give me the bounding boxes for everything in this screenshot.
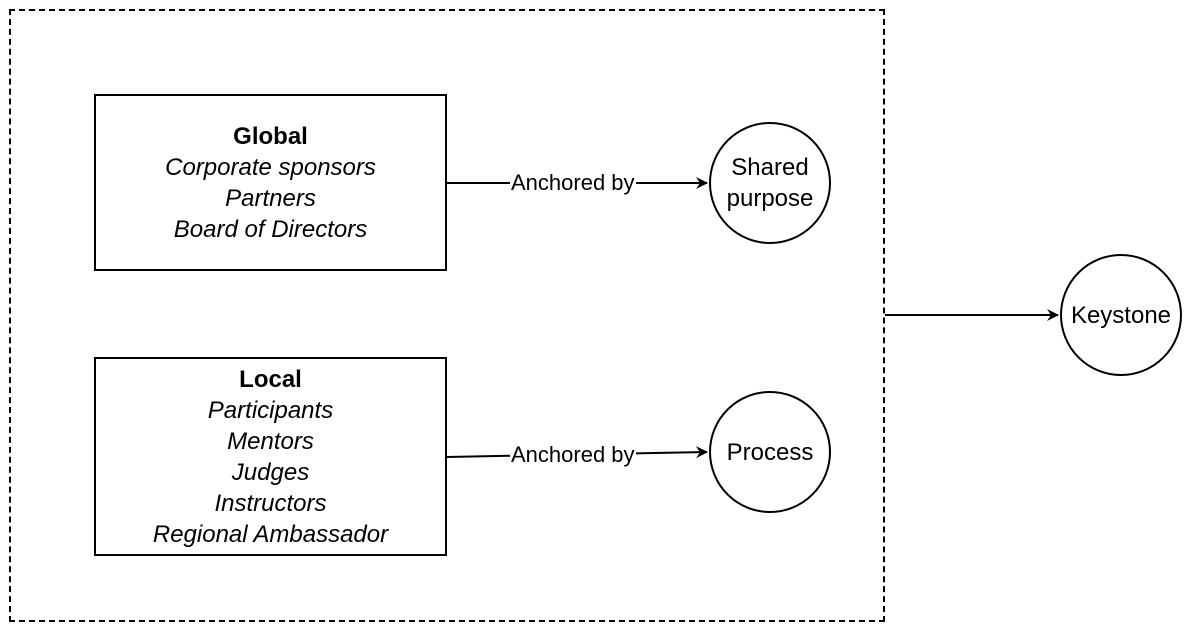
local-item: Mentors: [227, 427, 314, 455]
global-item: Board of Directors: [173, 215, 368, 243]
local-item: Regional Ambassador: [152, 520, 389, 548]
global-item: Corporate sponsors: [165, 153, 376, 181]
global-title: Global: [233, 122, 308, 150]
process-node[interactable]: Process: [709, 391, 831, 513]
edge-label-anchored-by: Anchored by: [510, 170, 636, 195]
local-item: Participants: [207, 396, 334, 424]
global-item: Partners: [225, 184, 316, 212]
keystone-node[interactable]: Keystone: [1060, 254, 1182, 376]
local-item: Instructors: [214, 489, 327, 517]
local-title: Local: [239, 365, 302, 393]
shared-purpose-node[interactable]: Shared purpose: [709, 122, 831, 244]
local-item: Judges: [231, 458, 310, 486]
edge-label-anchored-by: Anchored by: [510, 442, 636, 467]
global-box[interactable]: Global Corporate sponsors Partners Board…: [94, 94, 447, 271]
local-box[interactable]: Local Participants Mentors Judges Instru…: [94, 357, 447, 556]
dashed-group-frame: [9, 9, 885, 622]
